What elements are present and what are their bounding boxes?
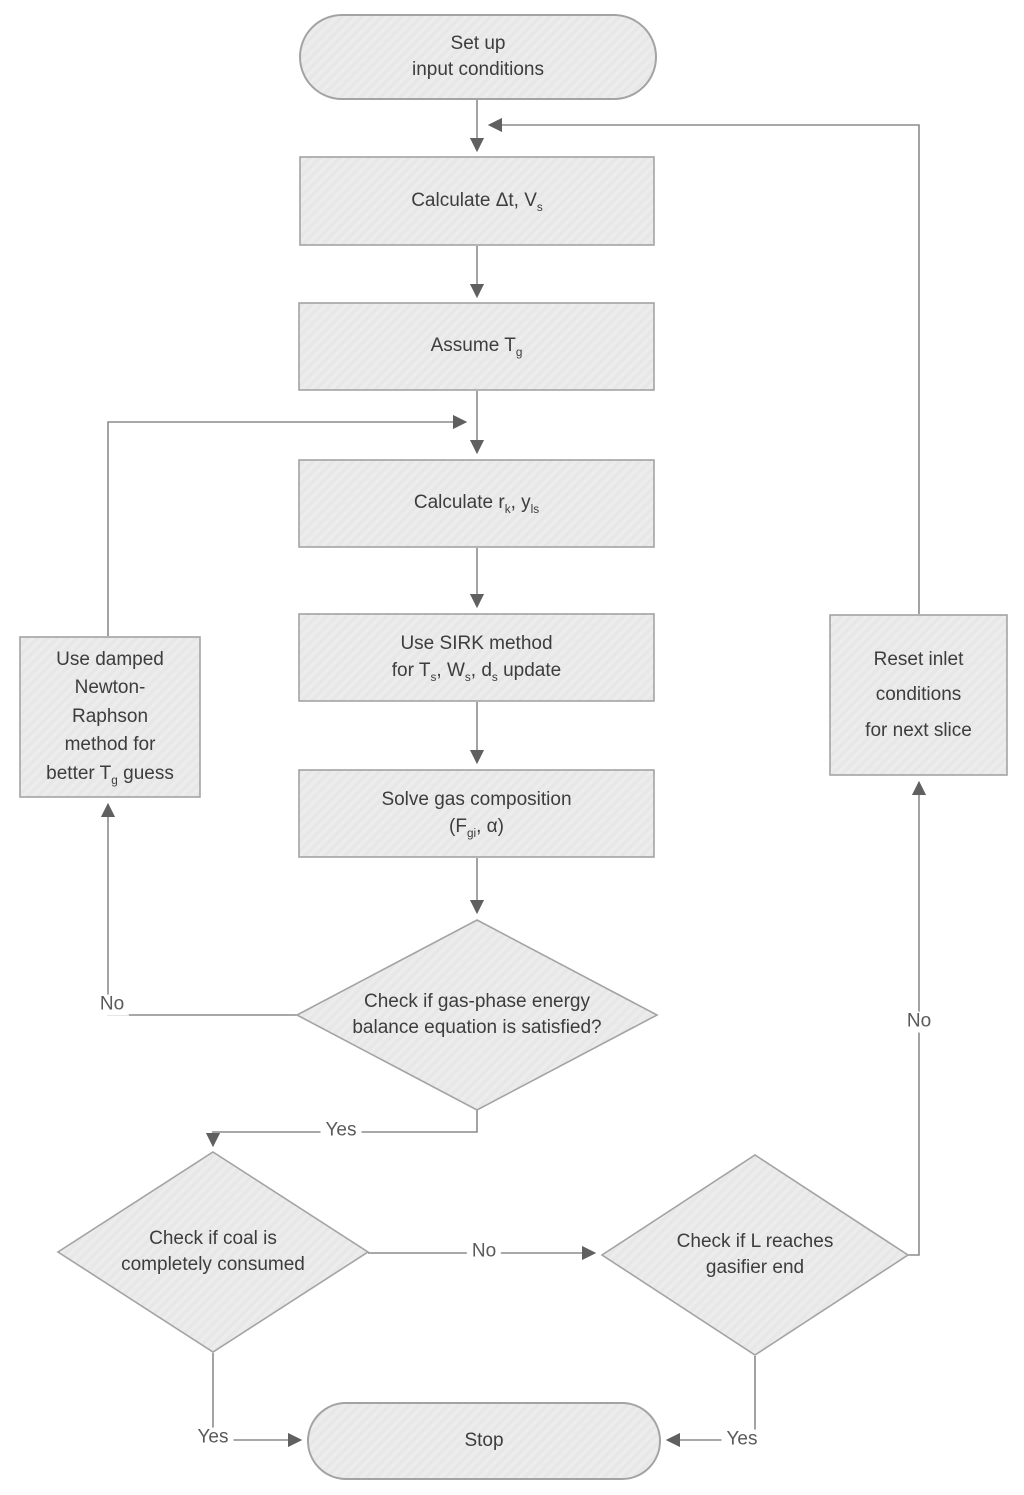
- terminator-start-shape: [299, 14, 657, 100]
- edge-newton-loop-to-calcrk: [107, 414, 468, 636]
- edge-length-no-to-reset: [908, 780, 927, 1256]
- process-sirk-shape: [298, 613, 655, 702]
- process-solve-gas-shape: [298, 769, 655, 858]
- decision-gasifier-end-shape: [600, 1154, 910, 1356]
- process-assume-tg-shape: [298, 302, 655, 391]
- edge-coal-yes-to-stop: [212, 1353, 303, 1448]
- edge-energy-yes-to-coal-check: [205, 1110, 478, 1148]
- edge-reset-loop-to-calc: [487, 117, 920, 614]
- decision-energy-balance-shape: [295, 919, 659, 1111]
- edge-energy-no-to-newton: [100, 802, 297, 1016]
- terminator-stop-shape: [307, 1402, 661, 1480]
- process-reset-inlet-shape: [829, 614, 1008, 776]
- process-calc-dt-vs-shape: [299, 156, 655, 246]
- edge-length-yes-to-stop: [665, 1356, 756, 1448]
- process-newton-raphson-shape: [19, 636, 201, 798]
- process-calc-rk-yls-shape: [298, 459, 655, 548]
- decision-coal-consumed-shape: [56, 1151, 370, 1353]
